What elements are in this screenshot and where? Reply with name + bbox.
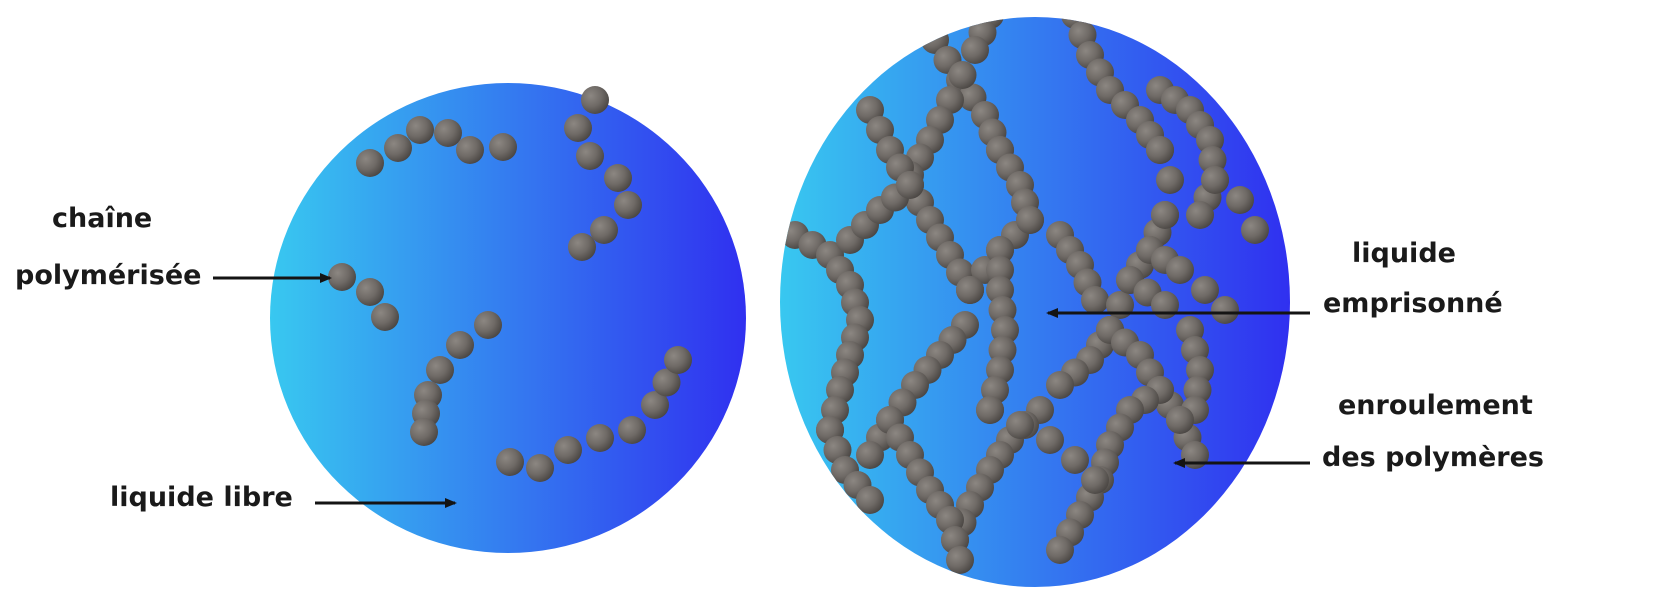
polymer-bead — [976, 396, 1004, 424]
polymer-bead — [554, 436, 582, 464]
polymer-bead — [568, 233, 596, 261]
polymer-bead — [1211, 296, 1239, 324]
polymer-bead — [604, 164, 632, 192]
polymer-bead — [564, 114, 592, 142]
polymer-bead — [1181, 441, 1209, 469]
polymer-bead — [384, 134, 412, 162]
polymer-bead — [496, 448, 524, 476]
polymer-bead — [1036, 426, 1064, 454]
polymer-bead — [371, 303, 399, 331]
polymer-bead — [618, 416, 646, 444]
polymer-bead — [456, 136, 484, 164]
polymer-bead — [356, 278, 384, 306]
polymer-bead — [1151, 201, 1179, 229]
polymer-bead — [434, 119, 462, 147]
polymer-bead — [946, 546, 974, 574]
polymer-bead — [1146, 136, 1174, 164]
polymer-bead — [1106, 291, 1134, 319]
polymer-bead — [961, 36, 989, 64]
polymer-bead — [1006, 411, 1034, 439]
polymer-bead — [446, 331, 474, 359]
polymer-bead — [356, 149, 384, 177]
polymer-bead — [526, 454, 554, 482]
polymer-bead — [1166, 256, 1194, 284]
polymer-bead — [410, 418, 438, 446]
polymer-bead — [856, 441, 884, 469]
polymer-bead — [949, 61, 977, 89]
label-coiling-bottom: des polymères — [1322, 444, 1544, 471]
polymer-bead — [856, 486, 884, 514]
label-chain-top: chaîne — [52, 205, 152, 232]
polymer-bead — [406, 116, 434, 144]
polymer-bead — [664, 346, 692, 374]
polymer-bead — [581, 86, 609, 114]
polymer-bead — [1046, 536, 1074, 564]
polymer-bead — [489, 133, 517, 161]
polymer-bead — [586, 424, 614, 452]
polymer-bead — [1191, 276, 1219, 304]
label-trapped-top: liquide — [1352, 240, 1456, 267]
polymer-bead — [426, 356, 454, 384]
polymer-bead — [328, 263, 356, 291]
polymer-bead — [956, 276, 984, 304]
polymer-bead — [1166, 406, 1194, 434]
polymer-bead — [590, 216, 618, 244]
polymer-bead — [1046, 371, 1074, 399]
polymer-bead — [1241, 216, 1269, 244]
polymer-bead — [1201, 166, 1229, 194]
polymer-bead — [614, 191, 642, 219]
label-coiling-top: enroulement — [1338, 392, 1533, 419]
polymer-bead — [1151, 291, 1179, 319]
label-chain-bottom: polymérisée — [15, 262, 201, 289]
polymer-bead — [1016, 206, 1044, 234]
polymer-bead — [1186, 201, 1214, 229]
polymer-bead — [1081, 286, 1109, 314]
label-free-liquid: liquide libre — [110, 484, 293, 511]
polymer-bead — [1226, 186, 1254, 214]
polymer-bead — [1061, 446, 1089, 474]
polymer-bead — [474, 311, 502, 339]
polymer-bead — [1156, 166, 1184, 194]
label-trapped-bottom: emprisonné — [1323, 290, 1503, 317]
polymer-bead — [896, 171, 924, 199]
polymer-bead — [1081, 466, 1109, 494]
polymer-bead — [576, 142, 604, 170]
